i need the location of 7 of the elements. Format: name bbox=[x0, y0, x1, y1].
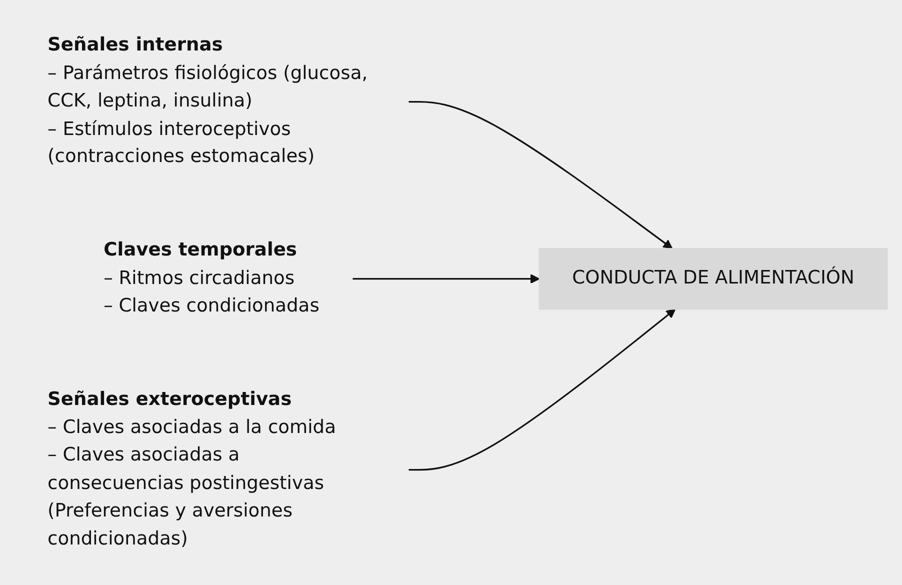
node-text: Señales exteroceptivas – Claves asociadas a la comida – Claves asociadas a consecuencias postingestivas (Preferencias y aversiones condicionadas) bbox=[48, 388, 336, 550]
node-text: Claves temporales – Ritmos circadianos – Claves condicionadas bbox=[104, 238, 320, 317]
arrow bbox=[408, 308, 676, 470]
arrow bbox=[352, 274, 540, 284]
arrow bbox=[408, 100, 673, 249]
node-box: CONDUCTA DE ALIMENTACIÓN bbox=[538, 248, 888, 310]
node-text: Señales internas – Parámetros fisiológicos (glucosa, CCK, leptina, insulina) – Estímulos interoceptivos (contracciones estomacales) bbox=[48, 34, 368, 168]
